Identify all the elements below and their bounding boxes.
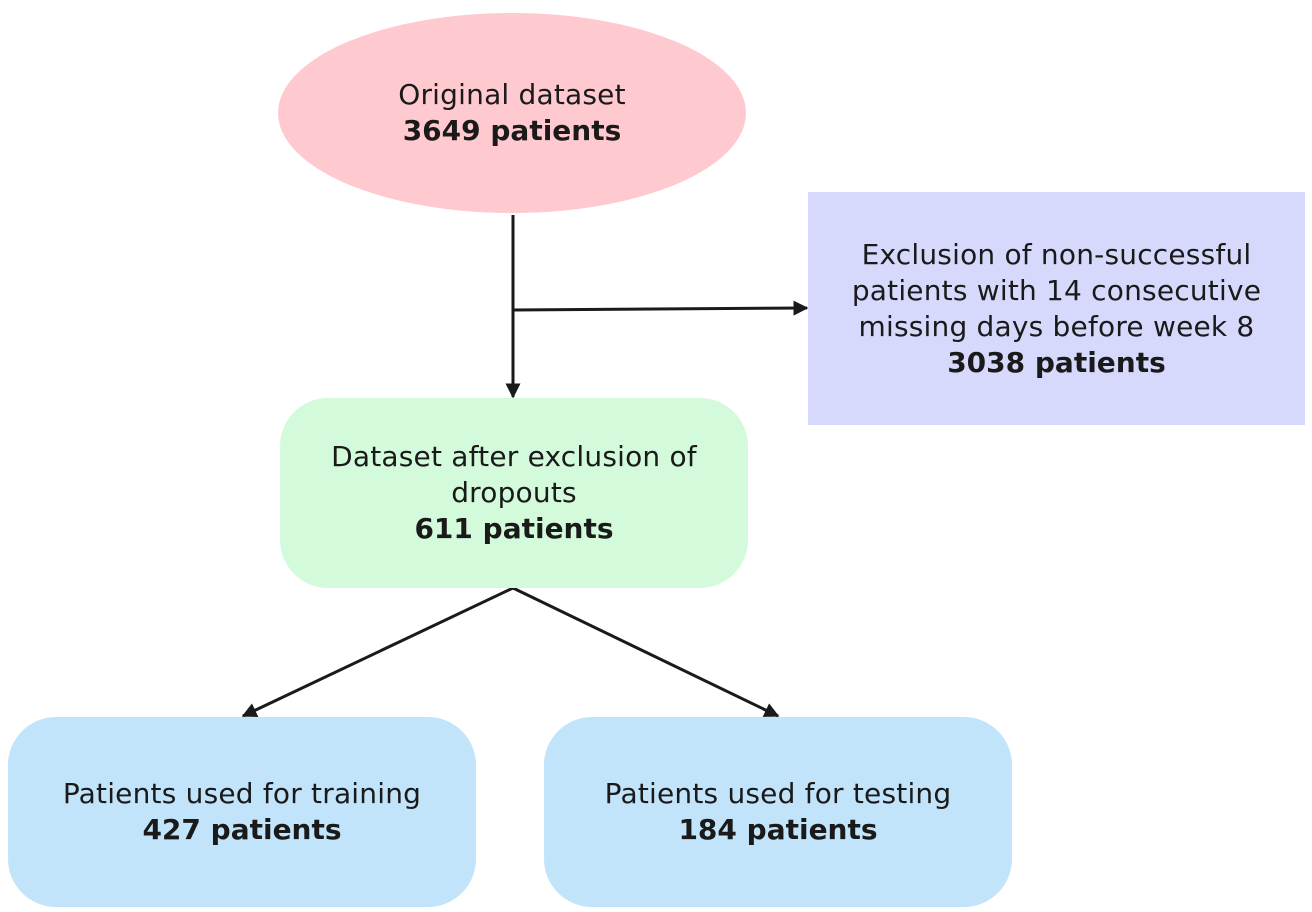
arrow-after-exclusion-to-testing <box>512 586 780 718</box>
node-after-exclusion-count: 611 patients <box>414 512 614 545</box>
node-after-exclusion: Dataset after exclusion of dropouts 611 … <box>280 398 748 588</box>
node-training-label: Patients used for training <box>62 777 422 810</box>
arrow-after-exclusion-to-training <box>241 586 514 718</box>
node-testing: Patients used for testing 184 patients <box>544 717 1012 907</box>
node-original-dataset-label: Original dataset <box>398 78 626 111</box>
node-after-exclusion-label: Dataset after exclusion of dropouts <box>331 440 697 509</box>
node-testing-count: 184 patients <box>678 813 878 846</box>
node-original-dataset-count: 3649 patients <box>402 114 622 147</box>
node-training: Patients used for training 427 patients <box>8 717 476 907</box>
node-testing-label: Patients used for testing <box>604 777 952 810</box>
node-exclusion-count: 3038 patients <box>947 345 1166 379</box>
node-training-count: 427 patients <box>142 813 342 846</box>
arrow-branch-to-exclusion <box>512 300 809 316</box>
node-exclusion-label: Exclusion of non-successful patients wit… <box>851 237 1262 343</box>
node-original-dataset: Original dataset 3649 patients <box>278 13 746 213</box>
node-exclusion: Exclusion of non-successful patients wit… <box>808 192 1305 425</box>
